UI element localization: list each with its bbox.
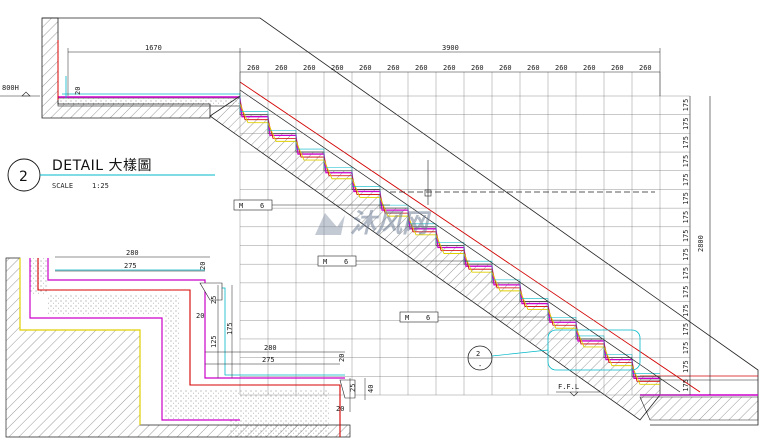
detail-title: DETAIL 大樣圖 (52, 157, 152, 174)
riser-label: 175 (682, 342, 690, 355)
riser-label: 175 (682, 286, 690, 299)
tread-label: 260 (499, 64, 512, 72)
enlarged-red-line (37, 258, 341, 437)
dim-3900: 3900 (442, 44, 459, 52)
enlarged-step-detail: 280 275 280 275 20 25 20 125 175 20 25 4… (5, 249, 375, 438)
dim-2800: 2800 (697, 235, 705, 252)
dim-20c: 20 (338, 354, 346, 362)
tread-dimension-labels: 260 260 260 260 260 260 260 260 260 260 260 260 260 2… (247, 64, 652, 72)
tread-label: 260 (443, 64, 456, 72)
callout-symbol: 2 - (467, 345, 493, 371)
building-outline (42, 17, 759, 426)
handrail-red (239, 81, 701, 393)
section-tag-number: 6 (344, 258, 348, 266)
section-tag-letter: M (323, 258, 327, 266)
dim-280-mid: 280 (264, 344, 277, 352)
upper-landing-slab (57, 97, 241, 107)
watermark-text: 沐风网 (350, 209, 432, 239)
dim-175: 175 (226, 322, 234, 335)
dim-25: 25 (210, 296, 218, 304)
handrail-line (239, 89, 681, 393)
dim-275-mid: 275 (262, 356, 275, 364)
upper-level-label: 800H (2, 84, 19, 92)
tread-label: 260 (471, 64, 484, 72)
riser-label: 175 (682, 155, 690, 168)
dim-280-top: 280 (126, 249, 139, 257)
dim-1670: 1670 (145, 44, 162, 52)
tread-label: 260 (611, 64, 624, 72)
tread-label: 260 (527, 64, 540, 72)
callout-leader (491, 349, 549, 357)
section-tag-2: M 6 (317, 255, 470, 267)
dim-20b: 20 (196, 312, 204, 320)
tread-label: 260 (303, 64, 316, 72)
riser-label: 175 (682, 211, 690, 224)
dim-landing-20: 20 (74, 87, 82, 95)
upper-level-marker: 800H (0, 84, 40, 97)
step-cyan-line (239, 93, 660, 374)
dim-275-top: 275 (124, 262, 137, 270)
riser-label: 175 (682, 230, 690, 243)
dimension-grid (239, 72, 690, 396)
tread-label: 260 (247, 64, 260, 72)
callout-sub: - (478, 362, 482, 370)
enlarged-finish-line (47, 258, 345, 379)
tread-label: 260 (583, 64, 596, 72)
step-finish-line (239, 103, 660, 385)
riser-dimension-labels: 175 175 175 175 175 175 175 175 175 175 175 175 175 1… (682, 99, 690, 392)
dim-20d: 20 (336, 405, 344, 413)
tread-label: 260 (359, 64, 372, 72)
detail-title-block: 2 DETAIL 大樣圖 SCALE 1:25 (7, 157, 215, 192)
dim-25b: 25 (349, 384, 357, 392)
callout-number: 2 (476, 350, 480, 358)
riser-label: 175 (682, 379, 690, 392)
scale-value: 1:25 (92, 182, 109, 190)
tread-label: 260 (275, 64, 288, 72)
watermark-logo-icon (315, 213, 345, 235)
detail-number: 2 (19, 169, 28, 185)
riser-label: 175 (682, 136, 690, 149)
center-marker-box (424, 189, 432, 197)
section-tag-letter: M (405, 314, 409, 322)
tread-label: 260 (639, 64, 652, 72)
dim-125: 125 (210, 335, 218, 348)
riser-label: 175 (682, 304, 690, 317)
tread-label: 260 (555, 64, 568, 72)
section-tag-letter: M (239, 202, 243, 210)
riser-label: 175 (682, 323, 690, 336)
lower-floor-slab (639, 396, 759, 421)
tread-label: 260 (387, 64, 400, 72)
dim-40: 40 (367, 385, 375, 393)
riser-label: 175 (682, 267, 690, 280)
section-tag-number: 6 (260, 202, 264, 210)
enlarged-magenta-line (29, 258, 240, 421)
watermark: 沐风网 (315, 209, 432, 239)
step-finish-line (239, 100, 660, 382)
riser-label: 175 (682, 192, 690, 205)
ffl-marker: F.F.L (556, 383, 600, 397)
tread-label: 260 (331, 64, 344, 72)
scale-label: SCALE (52, 182, 73, 190)
step-finish-line (239, 97, 660, 379)
riser-label: 175 (682, 173, 690, 186)
stair-body (209, 95, 661, 421)
riser-label: 175 (682, 99, 690, 112)
riser-label: 175 (682, 117, 690, 130)
tread-label: 260 (415, 64, 428, 72)
ffl-label: F.F.L (558, 383, 579, 391)
riser-label: 175 (682, 360, 690, 373)
dim-20a: 20 (199, 262, 207, 270)
enlarged-yellow-line (19, 258, 141, 425)
enlarged-concrete (30, 258, 330, 437)
nosing-top (199, 282, 223, 301)
right-dimensions: 175 175 175 175 175 175 175 175 175 175 175 175 175 1… (682, 96, 711, 395)
section-tag-1: M 6 (233, 199, 390, 211)
riser-label: 175 (682, 248, 690, 261)
section-tag-number: 6 (426, 314, 430, 322)
section-tag-3: M 6 (399, 311, 545, 323)
